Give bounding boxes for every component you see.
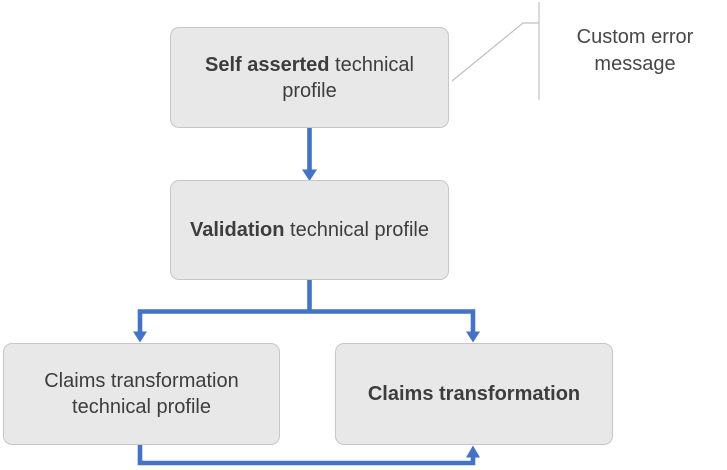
connector-bottom-loop: [137, 444, 476, 466]
node-label-bold: Claims transformation: [367, 383, 581, 405]
node-label-bold: Validation: [190, 219, 285, 241]
arrowhead-into-claims-transformation-top: [466, 331, 480, 343]
node-label-regular: Claims transformation technical profile: [44, 370, 239, 418]
node-claims-transformation-technical-profile: Claims transformation technical profile: [3, 343, 280, 445]
callout-text: Custom error message: [576, 26, 694, 75]
node-label: Self asserted technical profile: [185, 52, 434, 104]
arrowhead-into-claims-transformation-bottom: [466, 445, 480, 458]
arrowhead-into-claims-transformation-tp: [133, 331, 147, 343]
node-label: Claims transformation: [368, 381, 580, 407]
node-label-regular: technical profile: [284, 219, 429, 241]
node-claims-transformation: Claims transformation: [335, 343, 613, 445]
node-validation-technical-profile: Validation technical profile: [170, 180, 449, 280]
node-self-asserted-technical-profile: Self asserted technical profile: [170, 27, 449, 128]
node-label: Validation technical profile: [190, 217, 429, 243]
node-label: Claims transformation technical profile: [18, 368, 265, 420]
node-label-bold: Self asserted: [204, 53, 330, 76]
node-label-regular: technical profile: [282, 53, 414, 102]
connector-validation-branch: [137, 280, 476, 332]
callout-leader-line: [451, 22, 539, 82]
